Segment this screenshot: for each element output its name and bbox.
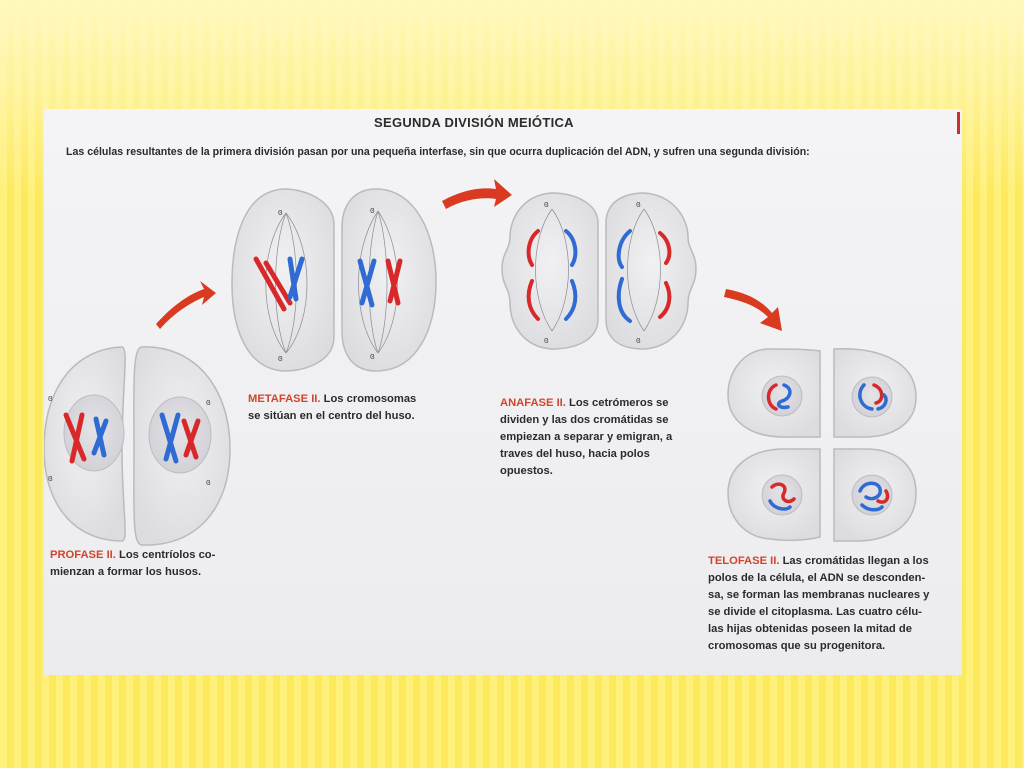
caption-line: Los centríolos co-	[119, 549, 216, 561]
caption-anafase: ANAFASE II. Los cetrómeros se dividen y …	[500, 395, 720, 480]
nucleus	[148, 396, 212, 474]
chromatid	[766, 383, 778, 411]
chromatid	[770, 482, 796, 504]
caption-heading: TELOFASE II.	[708, 555, 780, 567]
caption-line: sa, se forman las membranas nucleares y	[708, 589, 930, 601]
svg-text:ɞ: ɞ	[544, 335, 549, 345]
svg-text:ɞ: ɞ	[544, 199, 549, 209]
chromatid	[658, 281, 672, 319]
svg-text:ɞ: ɞ	[48, 473, 53, 483]
figure-intro: Las células resultantes de la primera di…	[66, 146, 810, 158]
caption-line: Las cromátidas llegan a los	[782, 555, 929, 567]
svg-text:ɞ: ɞ	[636, 335, 641, 345]
figure-title: SEGUNDA DIVISIÓN MEIÓTICA	[374, 115, 574, 130]
chromatid	[776, 383, 792, 410]
chromatid	[357, 258, 377, 308]
telofase-cells	[727, 348, 917, 542]
arrow-icon	[724, 289, 782, 331]
chromatid	[564, 279, 578, 321]
chromatid	[63, 412, 87, 464]
caption-line: dividen y las dos cromátidas se	[500, 414, 669, 426]
svg-text:ɞ: ɞ	[636, 199, 641, 209]
caption-profase: PROFASE II. Los centríolos co- mienzan a…	[50, 547, 240, 581]
caption-heading: METAFASE II.	[248, 393, 321, 405]
caption-line: se divide el citoplasma. Las cuatro célu…	[708, 606, 922, 618]
chromatid	[91, 416, 109, 458]
chromatid	[526, 279, 540, 321]
caption-line: opuestos.	[500, 465, 553, 477]
svg-text:ɞ: ɞ	[278, 353, 283, 363]
caption-line: mienzan a formar los husos.	[50, 566, 202, 578]
svg-text:ɞ: ɞ	[370, 205, 375, 215]
caption-heading: ANAFASE II.	[500, 397, 566, 409]
chromatid	[181, 418, 201, 460]
chromatid	[858, 383, 874, 411]
chromatid	[876, 393, 888, 411]
chromatid	[385, 258, 403, 306]
arrow-icon	[442, 179, 512, 209]
cell-membrane	[231, 188, 335, 372]
chromatid	[768, 499, 792, 511]
caption-line: polos de la célula, el ADN se desconden-	[708, 572, 926, 584]
cell-membrane	[501, 192, 599, 350]
chromatid	[860, 503, 884, 512]
cell-membrane	[605, 192, 697, 350]
chromatid	[159, 412, 181, 464]
caption-line: las hijas obtenidas poseen la mitad de	[708, 623, 912, 635]
profase-cells: ɞ ɞ ɞ ɞ	[44, 346, 231, 546]
chromatid	[876, 489, 890, 504]
caption-line: empiezan a separar y emigran, a	[500, 431, 673, 443]
chromatid	[564, 229, 578, 267]
caption-telofase: TELOFASE II. Las cromátidas llegan a los…	[708, 553, 958, 655]
svg-text:ɞ: ɞ	[370, 351, 375, 361]
svg-text:ɞ: ɞ	[278, 207, 283, 217]
caption-line: cromosomas que su progenitora.	[708, 640, 886, 652]
chromatid	[616, 277, 632, 323]
metafase-cells: ɞ ɞ ɞ ɞ	[231, 188, 437, 372]
svg-text:ɞ: ɞ	[206, 397, 211, 407]
chromatid	[658, 231, 672, 265]
cell-membrane	[341, 188, 437, 372]
svg-text:ɞ: ɞ	[206, 477, 211, 487]
edge-mark	[957, 112, 960, 134]
meiosis-figure: SEGUNDA DIVISIÓN MEIÓTICA Las células re…	[44, 109, 962, 675]
caption-metafase: METAFASE II. Los cromosomas se sitúan en…	[248, 391, 448, 425]
chromatid	[616, 229, 632, 269]
chromatid	[253, 256, 293, 312]
chromatid	[287, 256, 305, 302]
svg-text:ɞ: ɞ	[48, 393, 53, 403]
chromatid	[526, 229, 540, 267]
caption-line: Los cromosomas	[323, 393, 417, 405]
chromatid	[872, 383, 884, 405]
chromatid	[858, 481, 882, 501]
caption-line: Los cetrómeros se	[569, 397, 669, 409]
caption-heading: PROFASE II.	[50, 549, 116, 561]
arrow-icon	[156, 281, 216, 329]
anafase-cells: ɞ ɞ ɞ ɞ	[501, 192, 697, 350]
meiosis-illustration: ɞ ɞ ɞ ɞ ɞ ɞ	[44, 179, 917, 546]
caption-line: se sitúan en el centro del huso.	[248, 410, 415, 422]
caption-line: traves del huso, hacia polos	[500, 448, 650, 460]
